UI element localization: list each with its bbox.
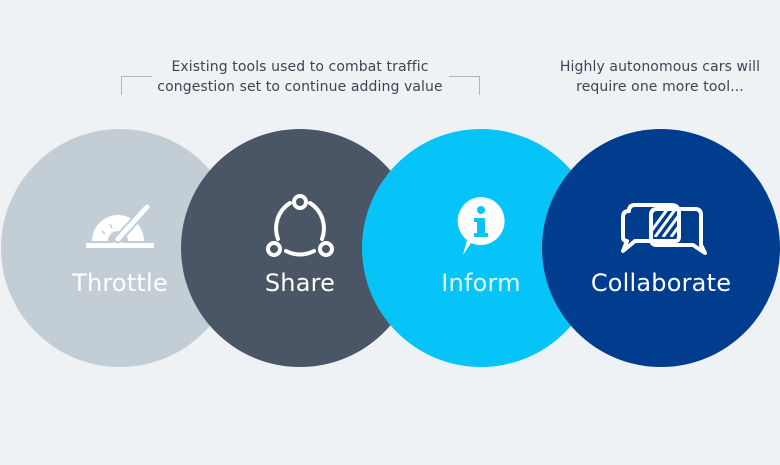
step-label: Throttle <box>72 269 168 297</box>
caption-line: Highly autonomous cars will <box>559 59 761 75</box>
caption-line: Existing tools used to combat traffic <box>171 59 429 75</box>
caption-line: require one more tool... <box>576 79 744 95</box>
step-label: Collaborate <box>590 269 732 297</box>
collaborate-bubbles-icon <box>621 203 707 255</box>
throttle-lever-icon <box>86 202 154 248</box>
bracket-right-divider <box>449 76 480 95</box>
share-network-icon <box>266 194 334 257</box>
caption-line: congestion set to continue adding value <box>157 79 443 95</box>
step-label: Inform <box>441 269 521 297</box>
step-label: Share <box>264 269 336 297</box>
autonomous-cars-caption: Highly autonomous cars will require one … <box>550 57 770 97</box>
existing-tools-caption: Existing tools used to combat traffic co… <box>130 57 470 97</box>
collaborate-circle: Collaborate <box>542 129 780 367</box>
bracket-left-divider <box>121 76 152 95</box>
info-bubble-icon <box>457 197 505 255</box>
